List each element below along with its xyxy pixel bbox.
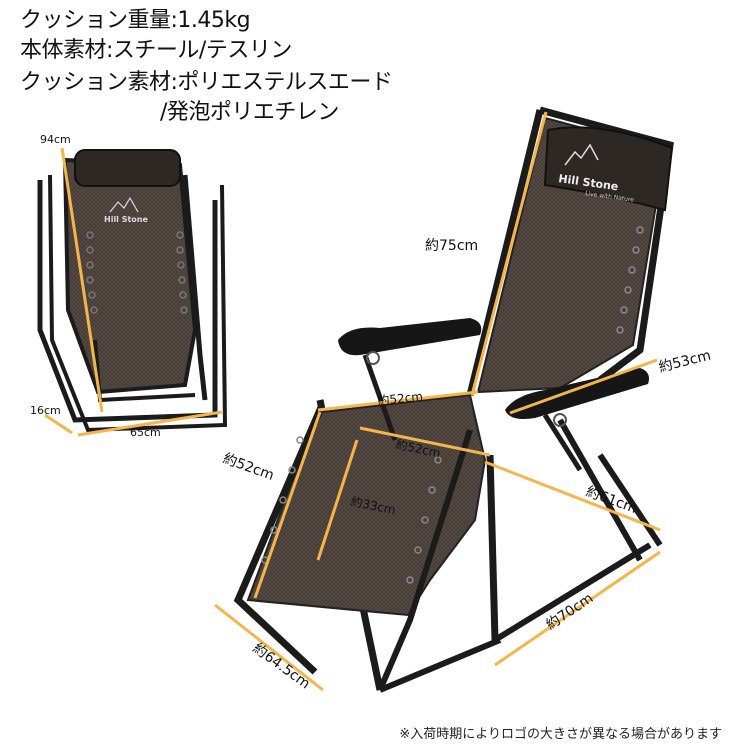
folded-brand-logo: Hill Stone — [104, 215, 148, 224]
disclaimer-note: ※入荷時期によりロゴの大きさが異なる場合があります — [399, 727, 722, 742]
spec-body-material: 本体素材:スチール/テスリン — [20, 38, 292, 63]
spec-cushion-material-cont: /発泡ポリエチレン — [160, 100, 339, 125]
spec-cushion-weight: クッション重量:1.45kg — [20, 8, 251, 33]
folded-dimension-lines — [44, 147, 223, 437]
legrest-length-label: 約52cm — [221, 451, 276, 484]
chair-dimension-lines — [214, 111, 661, 692]
seat-width-top-label: 約52cm — [377, 388, 424, 408]
folded-depth-label: 16cm — [30, 404, 61, 417]
base-width-label: 約64.5cm — [250, 640, 313, 692]
recliner-chair-image: Hill Stone Live with Nature — [233, 106, 674, 693]
folded-chair-image: Hill Stone — [37, 149, 228, 433]
armrest-length-label: 約53cm — [657, 347, 712, 375]
spec-cushion-material: クッション素材:ポリエステルスエード — [20, 70, 393, 95]
folded-height-label: 94cm — [40, 133, 71, 146]
folded-width-label: 65cm — [130, 426, 161, 439]
backrest-length-label: 約75cm — [425, 238, 478, 254]
